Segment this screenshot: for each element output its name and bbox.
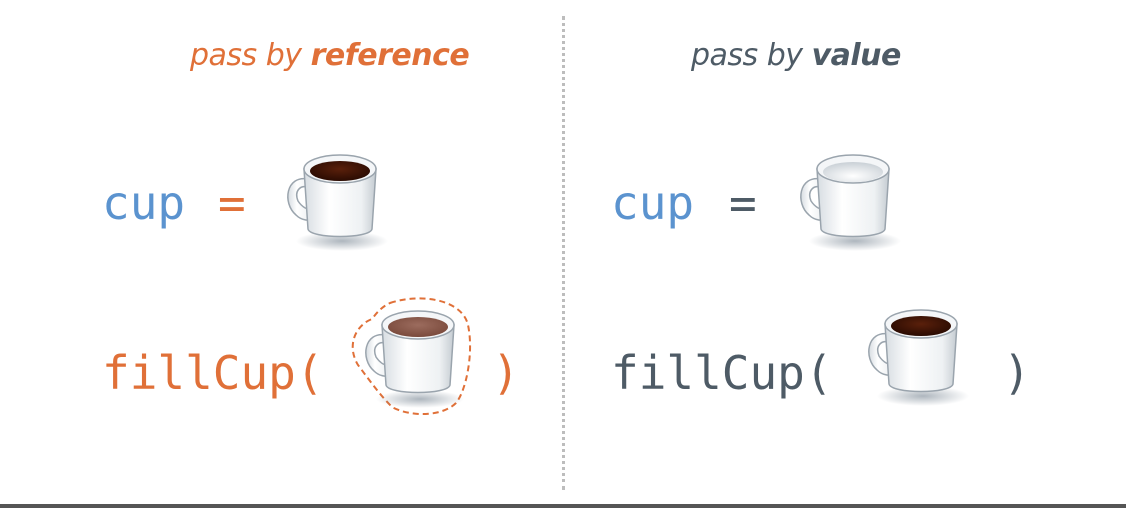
heading-emphasis: reference — [310, 38, 470, 73]
panel-divider — [562, 16, 565, 490]
full-coffee-cup-icon — [287, 154, 388, 251]
pass-by-reference-panel: pass by reference cup = fillCup( ) — [102, 38, 520, 416]
assign-variable: cup — [611, 176, 695, 230]
assign-variable: cup — [102, 176, 186, 230]
pass-by-value-panel: pass by value cup = fillCup( ) — [563, 0, 1126, 508]
assign-operator: = — [729, 176, 757, 230]
heading-prefix: pass by — [691, 38, 812, 73]
copied-full-cup-icon — [868, 309, 969, 406]
assign-operator: = — [218, 176, 246, 230]
heading-emphasis: value — [811, 38, 902, 73]
pass-by-reference-heading: pass by reference — [190, 38, 470, 73]
referenced-cup-icon — [351, 297, 472, 416]
fillcup-call-close: ) — [1003, 346, 1031, 400]
heading-prefix: pass by — [190, 38, 311, 73]
bottom-border — [0, 504, 1126, 508]
fillcup-call-open: fillCup( — [102, 346, 324, 400]
pass-by-value-heading: pass by value — [691, 38, 901, 73]
fillcup-call-close: ) — [492, 346, 520, 400]
empty-cup-icon — [800, 154, 901, 251]
fillcup-call-open: fillCup( — [611, 346, 833, 400]
